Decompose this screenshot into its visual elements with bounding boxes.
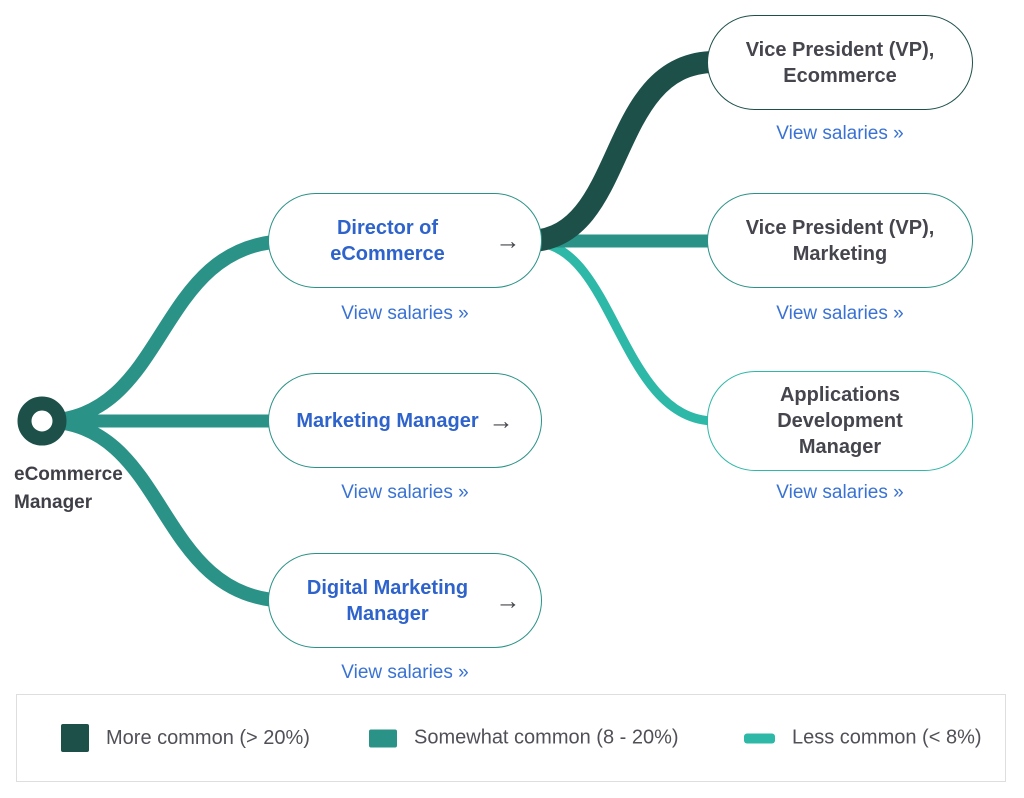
view-salaries-link-digital-marketing[interactable]: View salaries » (341, 662, 469, 683)
arrow-right-icon: → (488, 406, 514, 435)
node-applications-development-manager[interactable]: Applications Development Manager (707, 371, 973, 471)
node-title[interactable]: Director of eCommerce (330, 216, 445, 265)
view-salaries-link-vp-marketing[interactable]: View salaries » (776, 303, 904, 324)
node-director-of-ecommerce[interactable]: Director of eCommerce → (268, 193, 542, 288)
root-node-label: eCommerce Manager (14, 464, 123, 513)
node-title[interactable]: Vice President (VP), Marketing (745, 216, 935, 265)
node-title[interactable]: Vice President (VP), Ecommerce (745, 38, 935, 87)
connector-root-to-digital-marketing (41, 414, 291, 608)
legend-item-more-common: More common (> 20%) (61, 724, 310, 752)
more-common-swatch (61, 724, 89, 752)
view-salaries-link-marketing-manager[interactable]: View salaries » (341, 482, 469, 503)
arrow-right-icon: → (495, 586, 521, 615)
node-vp-ecommerce[interactable]: Vice President (VP), Ecommerce (707, 15, 973, 110)
connector-director-to-applications (539, 238, 716, 426)
node-title[interactable]: Marketing Manager (296, 409, 479, 432)
node-marketing-manager[interactable]: Marketing Manager → (268, 373, 542, 468)
legend-label: Somewhat common (8 - 20%) (414, 726, 679, 749)
view-salaries-link-applications-dev[interactable]: View salaries » (776, 482, 904, 503)
legend-label: More common (> 20%) (106, 726, 310, 749)
node-title[interactable]: Digital Marketing Manager (306, 576, 469, 625)
view-salaries-link-director[interactable]: View salaries » (341, 303, 469, 324)
legend-item-less-common: Less common (< 8%) (744, 727, 982, 750)
legend: More common (> 20%) Somewhat common (8 -… (16, 694, 1006, 782)
legend-item-somewhat-common: Somewhat common (8 - 20%) (369, 727, 679, 750)
arrow-right-icon: → (495, 226, 521, 255)
less-common-swatch (744, 733, 775, 743)
node-digital-marketing-manager[interactable]: Digital Marketing Manager → (268, 553, 542, 648)
root-node-icon (17, 396, 67, 446)
node-title[interactable]: Applications Development Manager (777, 384, 903, 458)
connector-root-to-director (41, 234, 291, 428)
somewhat-common-swatch (369, 729, 397, 747)
node-vp-marketing[interactable]: Vice President (VP), Marketing (707, 193, 973, 288)
connector-director-to-vp-ecommerce (530, 51, 716, 252)
legend-label: Less common (< 8%) (792, 726, 982, 749)
view-salaries-link-vp-ecommerce[interactable]: View salaries » (776, 123, 904, 144)
